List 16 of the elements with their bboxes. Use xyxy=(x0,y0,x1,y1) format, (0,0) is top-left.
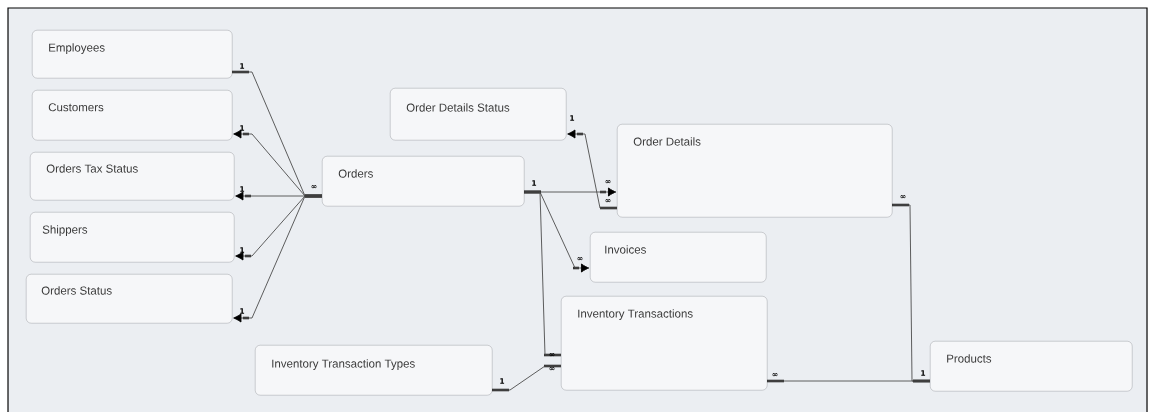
table-box: Order Details xyxy=(617,124,893,218)
table-box: Order Details Status xyxy=(390,88,567,141)
table-box: Shippers xyxy=(30,212,235,263)
relationship-line xyxy=(233,194,323,323)
table-box: Orders Status xyxy=(26,274,233,324)
table-box: Invoices xyxy=(590,232,767,283)
relationship-line xyxy=(491,364,562,392)
table-box: Inventory Transaction Types xyxy=(255,345,493,396)
table-box: Products xyxy=(930,341,1133,392)
table-box: Customers xyxy=(32,90,233,141)
relationship-line xyxy=(766,379,931,383)
table-box: Orders xyxy=(322,156,525,207)
table-box: Orders Tax Status xyxy=(30,152,235,201)
table-box: Inventory Transactions xyxy=(561,296,768,391)
relationship-line xyxy=(523,190,562,357)
table-box: Employees xyxy=(32,30,233,79)
